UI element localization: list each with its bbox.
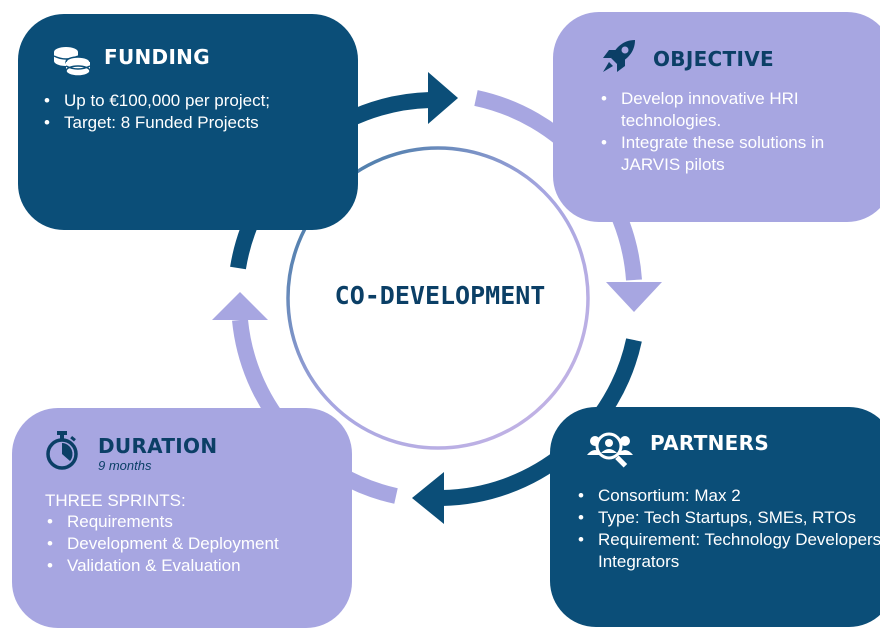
objective-list: Develop innovative HRI technologies. Int…	[599, 88, 869, 176]
list-item: Consortium: Max 2	[576, 485, 880, 507]
objective-title: OBJECTIVE	[653, 47, 774, 71]
list-item: Type: Tech Startups, SMEs, RTOs	[576, 507, 880, 529]
sprints-label: THREE SPRINTS:	[45, 491, 186, 510]
center-circle	[286, 146, 590, 450]
funding-card: FUNDING Up to €100,000 per project; Targ…	[18, 14, 358, 230]
list-item: Integrate these solutions in JARVIS pilo…	[599, 132, 869, 176]
arrowhead-objective	[606, 282, 662, 312]
arrowhead-partners	[412, 472, 444, 524]
objective-card: OBJECTIVE Develop innovative HRI technol…	[553, 12, 880, 222]
coins-icon	[52, 44, 92, 81]
funding-title: FUNDING	[104, 45, 210, 69]
list-item: Requirements	[45, 511, 345, 533]
list-item: Requirement: Technology Developers / Int…	[576, 529, 880, 573]
funding-list: Up to €100,000 per project; Target: 8 Fu…	[42, 90, 342, 134]
people-search-icon	[586, 429, 634, 474]
list-item: Develop innovative HRI technologies.	[599, 88, 869, 132]
list-item: Up to €100,000 per project;	[42, 90, 342, 112]
list-item: Development & Deployment	[45, 533, 345, 555]
duration-title: DURATION	[98, 434, 218, 458]
center-label: CO-DEVELOPMENT	[334, 281, 546, 310]
stopwatch-icon	[44, 430, 80, 475]
list-item: Target: 8 Funded Projects	[42, 112, 342, 134]
arrowhead-duration	[212, 292, 268, 320]
partners-card: PARTNERS Consortium: Max 2 Type: Tech St…	[550, 407, 880, 627]
partners-title: PARTNERS	[650, 431, 770, 455]
duration-subtitle: 9 months	[98, 458, 152, 473]
rocket-icon	[599, 36, 639, 81]
partners-list: Consortium: Max 2 Type: Tech Startups, S…	[576, 485, 880, 573]
duration-card: DURATION 9 months THREE SPRINTS: Require…	[12, 408, 352, 628]
duration-list: Requirements Development & Deployment Va…	[45, 511, 345, 577]
list-item: Validation & Evaluation	[45, 555, 345, 577]
arrowhead-funding	[428, 72, 458, 124]
